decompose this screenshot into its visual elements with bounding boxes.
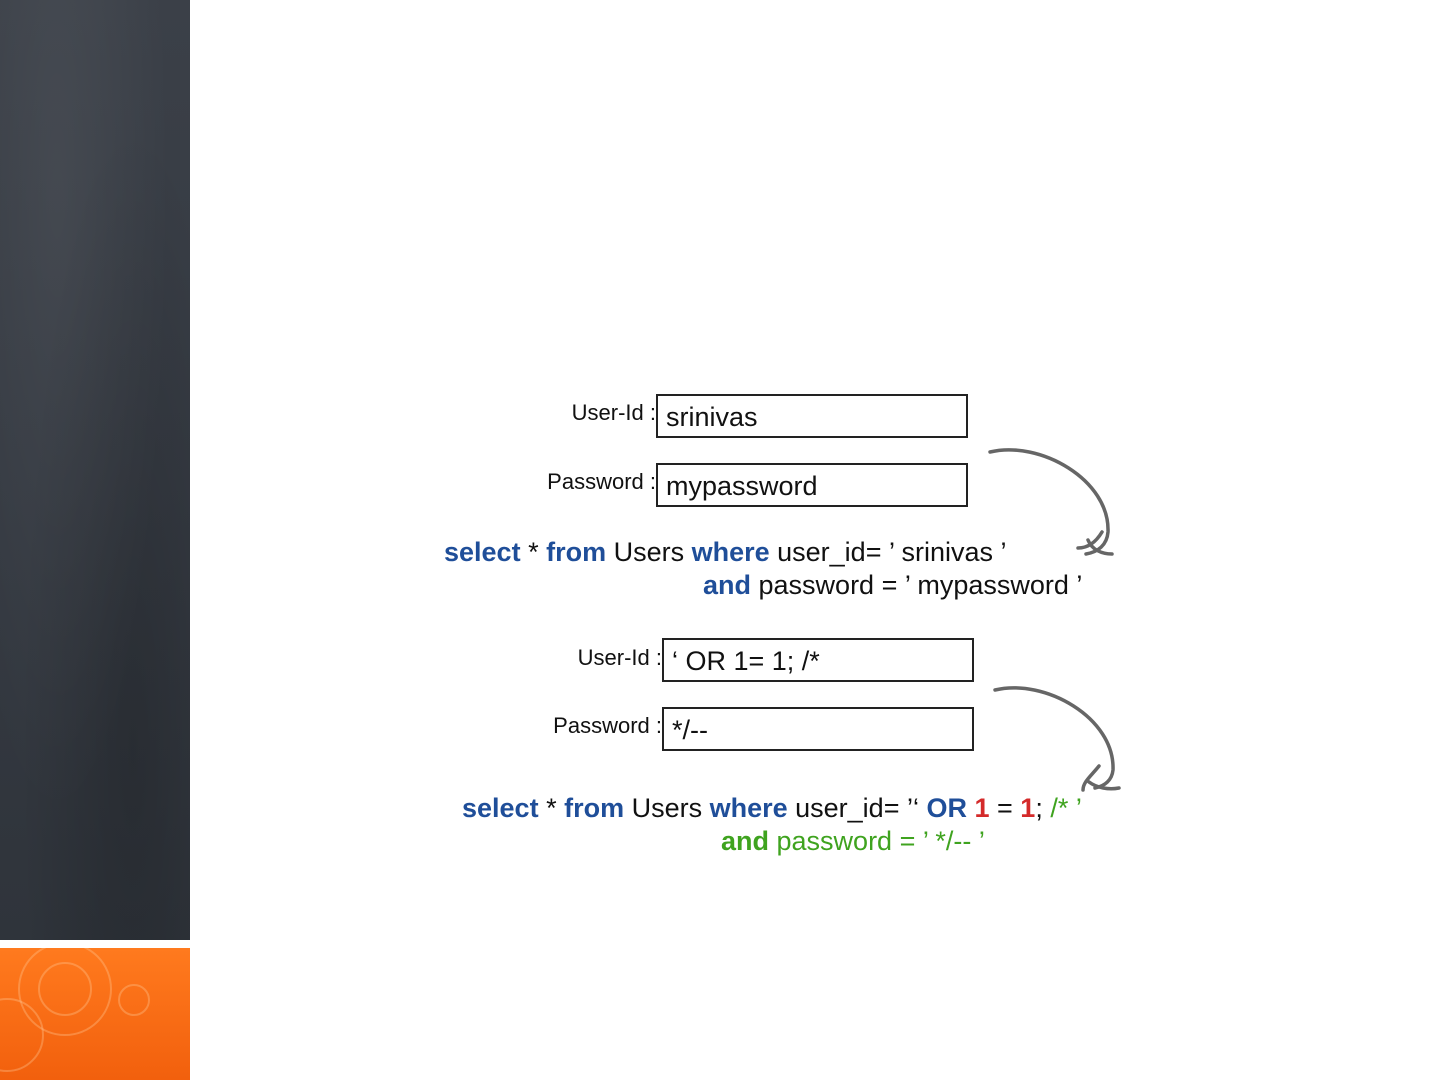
sql-query-2-line-2: and password = ’ */-- ’	[721, 826, 985, 857]
sql-comment-keyword: and	[721, 826, 769, 856]
sql-text: Users	[624, 793, 710, 823]
orange-accent-block	[0, 948, 190, 1080]
sql-query-2-line-1: select * from Users where user_id= ’‘ OR…	[462, 793, 1082, 824]
sql-text: password = ’ mypassword ’	[751, 570, 1082, 600]
sql-comment: /* ’	[1050, 793, 1082, 823]
sql-query-1-line-1: select * from Users where user_id= ’ sri…	[444, 537, 1006, 568]
sql-keyword: select	[462, 793, 539, 823]
sql-keyword: and	[703, 570, 751, 600]
password-field-2[interactable]: */--	[662, 707, 974, 751]
sql-text: *	[521, 537, 547, 567]
userid-field-2[interactable]: ‘ OR 1= 1; /*	[662, 638, 974, 682]
decorative-ring	[38, 962, 92, 1016]
sql-text: *	[539, 793, 565, 823]
curved-arrow-icon	[985, 678, 1135, 808]
sql-keyword: select	[444, 537, 521, 567]
sql-text: Users	[606, 537, 692, 567]
side-panel	[0, 0, 190, 940]
sql-keyword: where	[692, 537, 770, 567]
sql-query-1-line-2: and password = ’ mypassword ’	[703, 570, 1082, 601]
sql-comment: password = ’ */-- ’	[769, 826, 985, 856]
sql-number: 1	[1020, 793, 1035, 823]
sql-keyword: from	[546, 537, 606, 567]
password-label-1: Password :	[480, 469, 656, 495]
password-field-1[interactable]: mypassword	[656, 463, 968, 507]
sql-keyword-or: OR	[926, 793, 967, 823]
password-label-2: Password :	[486, 713, 662, 739]
sql-keyword: from	[564, 793, 624, 823]
sql-number: 1	[974, 793, 989, 823]
decorative-ring	[118, 984, 150, 1016]
sql-text: user_id= ’ srinivas ’	[770, 537, 1007, 567]
sql-text: =	[990, 793, 1021, 823]
sql-keyword: where	[710, 793, 788, 823]
userid-field-1[interactable]: srinivas	[656, 394, 968, 438]
sql-text: ;	[1035, 793, 1050, 823]
sql-text: user_id= ’‘	[788, 793, 927, 823]
userid-label-1: User-Id :	[520, 400, 656, 426]
userid-label-2: User-Id :	[526, 645, 662, 671]
